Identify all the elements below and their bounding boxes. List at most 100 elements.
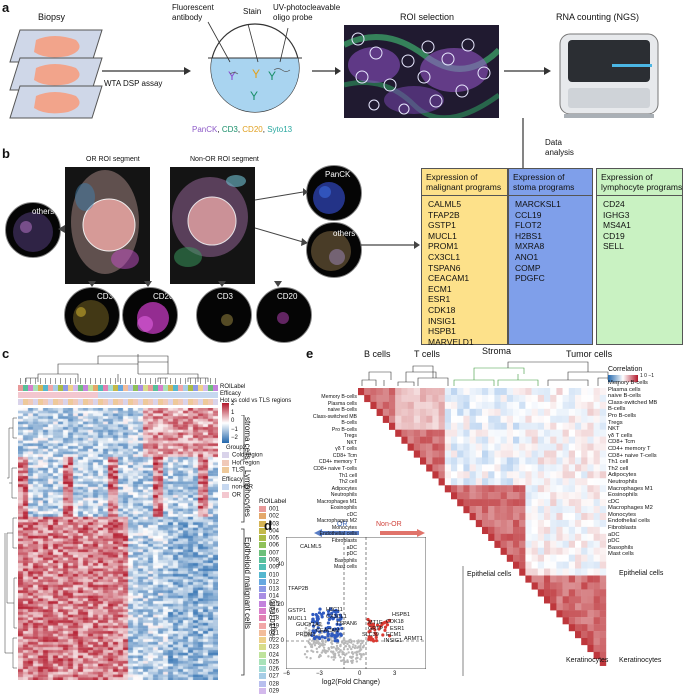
corr-cell xyxy=(407,422,414,430)
corr-cell xyxy=(556,610,563,618)
corr-cell xyxy=(525,540,532,548)
corr-cell xyxy=(432,429,439,437)
corr-cell xyxy=(556,457,563,465)
annotation-cell xyxy=(208,392,214,398)
legend-label: TLS xyxy=(232,467,244,474)
corr-cell xyxy=(593,471,600,479)
corr-cell xyxy=(475,519,483,528)
roilabel-item: 015 xyxy=(259,600,279,608)
corr-cell xyxy=(531,582,538,590)
corr-cell xyxy=(550,526,557,535)
corr-cell xyxy=(426,415,433,423)
corr-cell xyxy=(525,436,532,444)
corr-cell xyxy=(525,429,532,437)
corr-cell xyxy=(494,457,501,465)
annotation-cell xyxy=(168,385,174,391)
corr-cell xyxy=(593,506,600,514)
corr-cell xyxy=(506,492,514,500)
corr-row-label-right: pDC xyxy=(608,538,620,545)
nonor-cd20-label: CD20 xyxy=(277,292,298,301)
corr-cell xyxy=(506,443,514,451)
volcano-point-ns xyxy=(310,649,313,652)
corr-cell xyxy=(451,388,458,396)
legend-swatch xyxy=(259,673,266,680)
corr-cell xyxy=(537,519,545,528)
corr-row-label-right: Macrophages M1 xyxy=(608,485,653,492)
corr-cell xyxy=(575,561,582,569)
corr-cell xyxy=(568,589,576,597)
corr-cell xyxy=(482,519,489,528)
biopsy-slides xyxy=(9,29,103,119)
corr-cell xyxy=(451,401,458,410)
corr-cell xyxy=(432,415,439,423)
annotation-cell xyxy=(148,392,154,398)
scale-tick: 1 xyxy=(231,409,235,416)
corr-cell xyxy=(506,533,514,541)
corr-cell xyxy=(550,582,557,590)
annotation-cell xyxy=(73,385,79,391)
corr-cell xyxy=(537,533,545,541)
volcano-point-ns xyxy=(361,641,364,644)
corr-cell xyxy=(562,506,569,514)
corr-cell xyxy=(432,464,439,472)
corr-cell xyxy=(500,512,507,521)
corr-cell xyxy=(463,464,470,472)
corr-cell xyxy=(593,401,600,410)
or-cd3-label: CD3 xyxy=(97,292,114,301)
volcano-point-or xyxy=(338,623,342,627)
roilabel-item: 014 xyxy=(259,593,279,600)
annotation-cell xyxy=(48,392,54,398)
corr-cell xyxy=(438,415,445,423)
corr-cell xyxy=(556,478,563,486)
corr-cell xyxy=(426,429,433,437)
corr-cell xyxy=(525,471,532,479)
corr-cell xyxy=(575,624,582,632)
legend-swatch xyxy=(259,506,266,512)
corr-cell xyxy=(463,436,470,444)
corr-cell xyxy=(562,582,569,590)
corr-cell xyxy=(562,471,569,479)
volcano-gene-label: ESR1 xyxy=(390,626,404,632)
corr-cell xyxy=(550,394,557,403)
annotation-cell xyxy=(158,385,164,391)
corr-cell xyxy=(568,568,576,576)
corr-cell xyxy=(587,561,594,569)
corr-cell xyxy=(593,436,600,444)
corr-cell xyxy=(457,401,464,410)
legend-label: 003 xyxy=(269,521,280,528)
volcano-point-nonor xyxy=(372,624,376,629)
corr-cell xyxy=(599,429,607,437)
corr-cell xyxy=(513,547,520,555)
corr-cell xyxy=(575,457,582,465)
corr-cell xyxy=(432,394,439,403)
corr-cell xyxy=(469,429,476,437)
volcano-point-ns xyxy=(359,639,363,642)
annotation-cell xyxy=(58,399,64,405)
corr-cell xyxy=(494,499,501,507)
volcano-gene-label: CEACAM xyxy=(316,628,340,634)
corr-cell xyxy=(531,561,538,569)
corr-cell xyxy=(469,457,476,465)
corr-cell xyxy=(587,394,594,403)
corr-cell xyxy=(575,408,582,416)
corr-row-label: Class-switched MB xyxy=(312,413,357,420)
corr-cell xyxy=(463,485,470,493)
corr-cell xyxy=(519,492,526,500)
corr-cell xyxy=(575,554,582,562)
corr-cell xyxy=(556,547,563,555)
corr-cell xyxy=(531,568,538,576)
roilabel-item: 026 xyxy=(259,666,279,673)
corr-cell xyxy=(556,568,563,576)
corr-row-label-right: NKT xyxy=(608,426,620,433)
corr-cell xyxy=(587,478,594,486)
corr-cell xyxy=(550,575,557,583)
corr-cell xyxy=(513,519,520,528)
corr-cell xyxy=(550,436,557,444)
corr-cell xyxy=(568,422,576,430)
corr-cell xyxy=(395,408,402,416)
corr-cell xyxy=(444,422,452,430)
corr-cell xyxy=(599,450,607,458)
corr-cell xyxy=(550,388,557,396)
corr-cell xyxy=(599,651,607,660)
corr-row-label: CD8+ naive T-cells xyxy=(313,466,357,473)
